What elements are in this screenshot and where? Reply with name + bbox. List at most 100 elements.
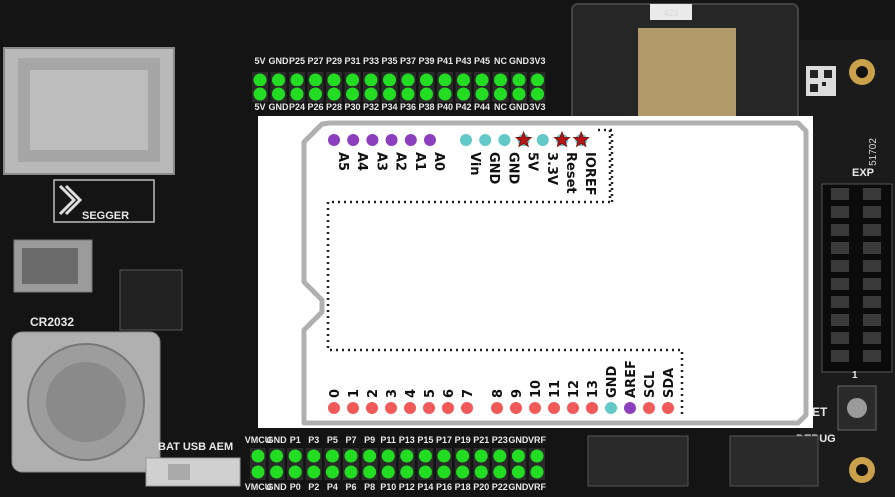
digital-pin-dot bbox=[328, 402, 340, 414]
top_header-upper-label-6: P33 bbox=[363, 56, 379, 66]
debug-connector-left bbox=[587, 435, 689, 487]
top_header-lower-label-15: 3V3 bbox=[529, 102, 545, 112]
top_header-pin bbox=[494, 73, 507, 87]
star-marker bbox=[514, 130, 533, 148]
bottom_header-pin bbox=[251, 465, 265, 479]
bottom_header-upper-label-4: P5 bbox=[327, 435, 338, 445]
top_header-pin bbox=[309, 87, 322, 101]
top_header-upper-label-7: P35 bbox=[381, 56, 397, 66]
bottom_header-lower-label-3: P2 bbox=[308, 482, 319, 492]
power-pin-dot bbox=[460, 134, 472, 146]
star-marker bbox=[553, 130, 571, 148]
top_header-upper-label-12: P45 bbox=[474, 56, 490, 66]
power-pin-label: Vin bbox=[467, 152, 482, 176]
misc-pin-dot bbox=[662, 402, 674, 414]
top_header-pin bbox=[475, 73, 489, 87]
bottom_header-lower-label-7: P10 bbox=[380, 482, 396, 492]
misc-pin-label: SCL bbox=[643, 371, 658, 398]
exp-pin bbox=[863, 260, 881, 272]
exp-pin bbox=[831, 278, 849, 290]
exp-pin bbox=[863, 206, 881, 218]
digital-pin-label: 10 bbox=[529, 380, 544, 398]
bottom_header-pin bbox=[456, 465, 470, 479]
star-marker bbox=[572, 130, 590, 148]
exp-pin bbox=[831, 332, 849, 344]
bottom_header-upper-label-3: P3 bbox=[308, 435, 319, 445]
top_header-lower-label-6: P32 bbox=[363, 102, 379, 112]
power-pin-label: 3.3V bbox=[544, 152, 559, 185]
top_header-lower-label-2: P24 bbox=[289, 102, 305, 112]
mcu-chip bbox=[119, 269, 183, 331]
bottom_header-lower-label-15: VRF bbox=[528, 482, 547, 492]
digital-pin-label: 13 bbox=[586, 380, 601, 398]
exp-pin bbox=[863, 314, 881, 326]
analog-pin-dot bbox=[328, 134, 340, 146]
bottom_header-pin bbox=[530, 465, 544, 479]
top_header-lower-label-13: NC bbox=[494, 102, 507, 112]
bottom_header-pin bbox=[307, 465, 321, 479]
bottom_header-upper-label-5: P7 bbox=[345, 435, 356, 445]
bottom_header-pin bbox=[400, 465, 414, 479]
top_header-upper-label-4: P29 bbox=[326, 56, 342, 66]
bottom_header-upper-label-11: P19 bbox=[455, 435, 471, 445]
bottom_header-pin bbox=[474, 449, 488, 463]
bottom_header-upper-label-15: VRF bbox=[528, 435, 547, 445]
top_header-pin bbox=[309, 73, 322, 87]
exp-pin bbox=[831, 188, 849, 200]
power-pin-dot bbox=[498, 134, 511, 146]
serial-text: 51702 bbox=[868, 138, 879, 166]
top_header-upper-label-11: P43 bbox=[455, 56, 471, 66]
top_header-lower-label-5: P30 bbox=[344, 102, 360, 112]
analog-pin-label: A3 bbox=[373, 152, 388, 171]
bottom_header-upper-label-14: GND bbox=[508, 435, 529, 445]
bottom_header-pin bbox=[381, 465, 395, 479]
bottom_header-upper-label-13: P23 bbox=[492, 435, 508, 445]
radio-module: 423 bbox=[571, 3, 799, 129]
battery-holder bbox=[11, 331, 161, 473]
top_header-pin bbox=[290, 87, 304, 101]
exp-pin bbox=[863, 224, 881, 236]
top_header-pin bbox=[401, 73, 415, 87]
digital-pin-label: 0 bbox=[328, 389, 343, 398]
top_header-pin bbox=[420, 87, 433, 101]
top_header-lower-label-10: P40 bbox=[437, 102, 453, 112]
segger-logo: SEGGER bbox=[53, 179, 155, 223]
bottom_header-pin bbox=[325, 449, 339, 463]
reset-button bbox=[837, 385, 877, 431]
bottom_header-pin bbox=[325, 465, 339, 479]
exp-pin bbox=[863, 278, 881, 290]
misc-pin-label: AREF bbox=[624, 360, 639, 398]
exp-pin bbox=[831, 224, 849, 236]
battery-label: CR2032 bbox=[30, 315, 74, 329]
reset-fragment-label: ET bbox=[812, 405, 828, 419]
exp-pin bbox=[831, 242, 849, 254]
analog-pin-label: A4 bbox=[354, 152, 369, 171]
digital-pin-label: 1 bbox=[347, 389, 362, 398]
top_header-lower-label-7: P34 bbox=[381, 102, 397, 112]
top_header-upper-label-9: P39 bbox=[418, 56, 434, 66]
bottom_header-pin bbox=[493, 465, 507, 479]
power-pin-label: GND bbox=[505, 152, 520, 185]
analog-pin-dot bbox=[385, 134, 398, 146]
top_header-lower-label-9: P38 bbox=[418, 102, 434, 112]
exp-pin bbox=[863, 296, 881, 308]
bottom_header-pin bbox=[511, 465, 525, 479]
bottom_header-pin bbox=[270, 449, 284, 463]
digital-pin-dot bbox=[586, 402, 598, 414]
exp-pin bbox=[831, 260, 849, 272]
bottom_header-lower-label-1: GND bbox=[267, 482, 288, 492]
digital-pin-dot bbox=[385, 402, 397, 414]
top_header-pin bbox=[420, 73, 433, 87]
misc-pin-dot bbox=[605, 402, 617, 414]
module-label: 423 bbox=[663, 8, 678, 18]
digital-pin-label: 9 bbox=[510, 389, 525, 398]
digital-pin-label: 8 bbox=[491, 389, 506, 398]
top_header-upper-label-8: P37 bbox=[400, 56, 416, 66]
bottom_header-pin bbox=[363, 465, 377, 479]
top_header-pin bbox=[272, 73, 285, 87]
top_header-pin bbox=[383, 73, 396, 87]
top_header-pin bbox=[290, 73, 304, 87]
exp-pin bbox=[863, 242, 881, 254]
top_header-pin bbox=[364, 87, 378, 101]
